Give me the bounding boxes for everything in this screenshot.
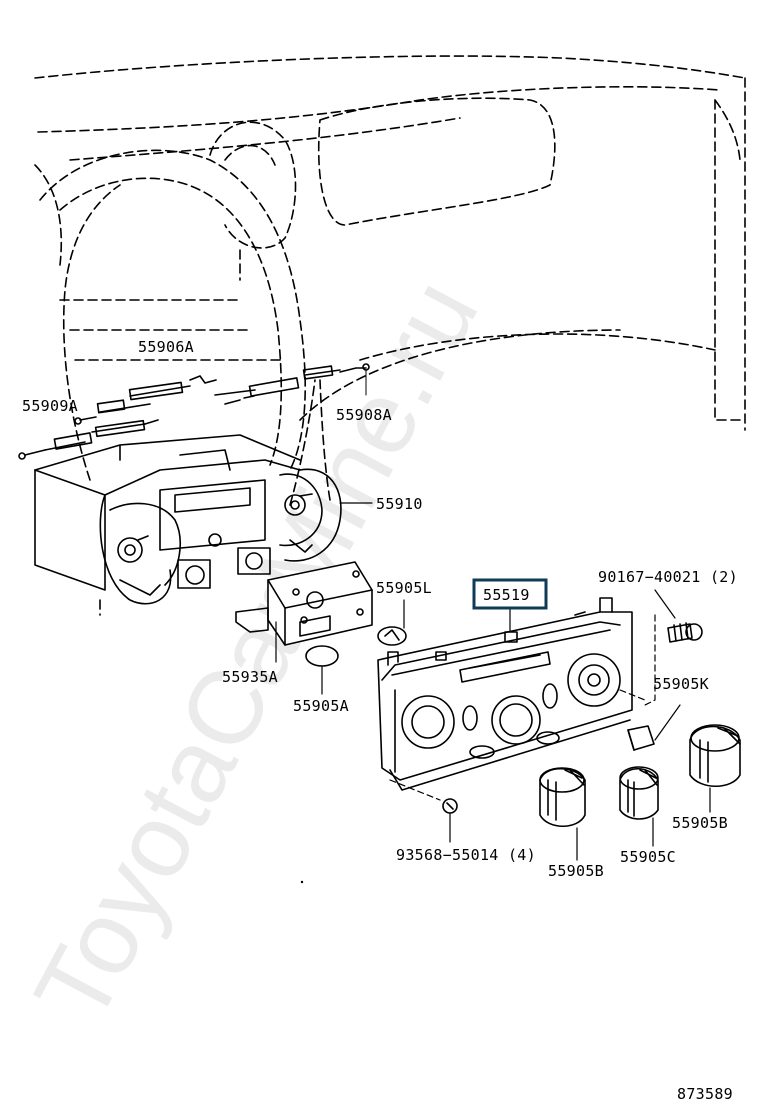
label-55908A: 55908A (336, 406, 392, 424)
label-55905A: 55905A (293, 697, 349, 715)
dashboard-outline (34, 55, 746, 616)
highlight-box-55519 (472, 578, 548, 610)
label-55935A: 55935A (222, 668, 278, 686)
knob-right (689, 724, 741, 787)
label-90167-40021: 90167−40021 (2) (598, 568, 738, 586)
heater-control-assembly (34, 434, 342, 605)
control-cables (18, 363, 370, 460)
label-55905C: 55905C (620, 848, 676, 866)
label-55519: 55519 (483, 586, 530, 604)
label-55909A: 55909A (22, 397, 78, 415)
knob-left (539, 767, 586, 828)
mounting-screw (667, 622, 703, 643)
tapping-screw (442, 798, 458, 814)
label-93568-55014: 93568−55014 (4) (396, 846, 536, 864)
mounting-bracket (235, 561, 373, 646)
control-bezel (377, 597, 633, 791)
ac-emblem (377, 626, 407, 646)
label-55905K: 55905K (653, 675, 709, 693)
diagram-code: 873589 (677, 1085, 733, 1103)
small-knob (627, 725, 655, 751)
knob-center (619, 766, 659, 820)
label-55910: 55910 (376, 495, 423, 513)
label-55905B-left: 55905B (548, 862, 604, 880)
label-55905L: 55905L (376, 579, 432, 597)
label-55906A: 55906A (138, 338, 194, 356)
label-55905B-right: 55905B (672, 814, 728, 832)
